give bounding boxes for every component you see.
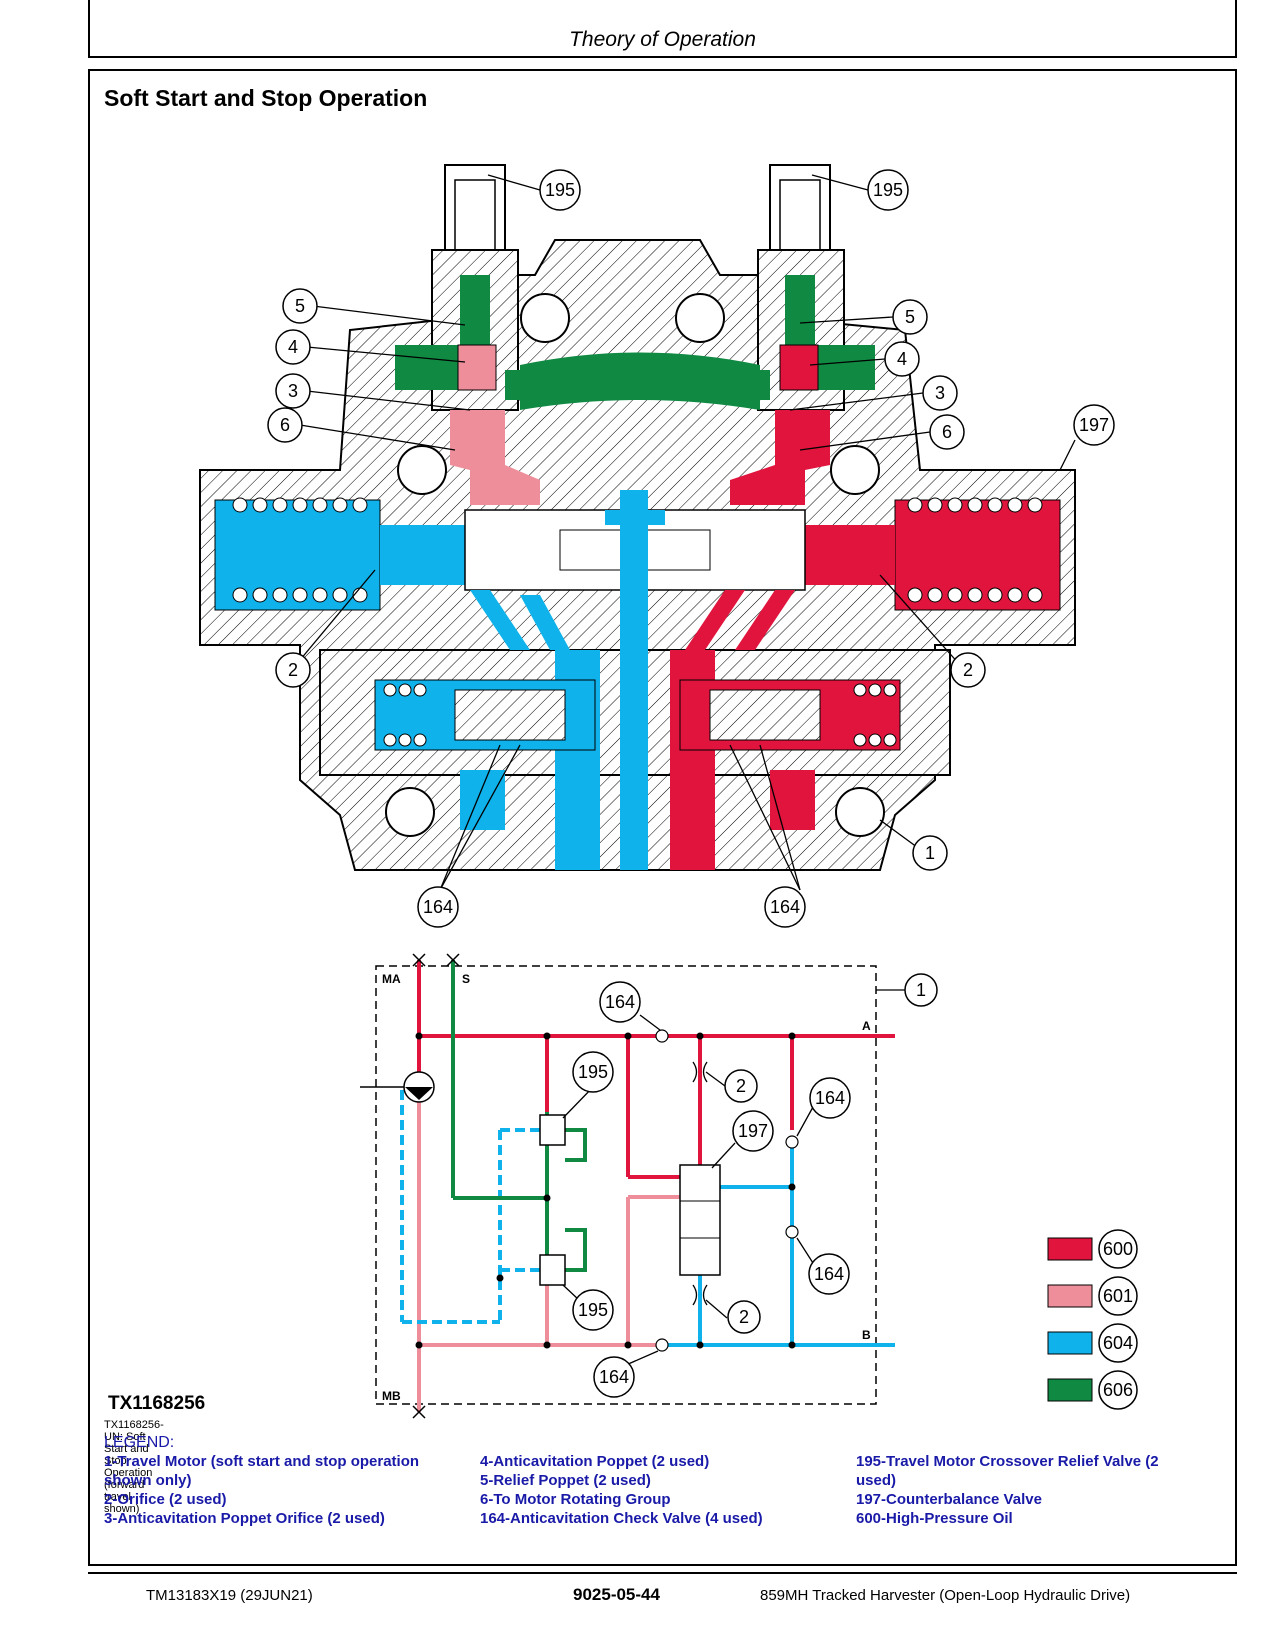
legend-item: 5-Relief Poppet (2 used) [480,1472,651,1489]
header-title: Theory of Operation [569,28,756,51]
legend-item: 197-Counterbalance Valve [856,1491,1042,1508]
legend-column-3: 195-Travel Motor Crossover Relief Valve … [856,1452,1226,1528]
hydraulic-schematic: MA S A B MB [360,953,895,1419]
legend-item: 6-To Motor Rotating Group [480,1491,671,1508]
legend-item: used) [856,1472,897,1489]
color-key-601: 601 [1047,1276,1138,1316]
schem-callout-164-bottom: 164 [593,1356,635,1398]
callout-3-left: 3 [275,373,311,409]
svg-text:5: 5 [295,296,305,316]
footer-title: 859MH Tracked Harvester (Open-Loop Hydra… [760,1587,1131,1604]
callout-1-cutaway: 1 [912,835,948,871]
callout-195-left: 195 [539,169,581,211]
svg-text:2: 2 [288,660,298,680]
schematic-callouts: 1 164 195 2 164 197 195 164 2 164 [572,973,938,1398]
svg-text:2: 2 [736,1076,746,1096]
callout-197: 197 [1073,404,1115,446]
port-s-label: S [462,972,470,986]
callout-6-right: 6 [929,414,965,450]
svg-text:195: 195 [578,1300,608,1320]
callout-164-left: 164 [417,886,459,928]
svg-text:604: 604 [1103,1333,1133,1353]
port-mb-label: MB [382,1389,401,1403]
svg-text:164: 164 [815,1088,845,1108]
schem-callout-195-bottom: 195 [572,1289,614,1331]
svg-text:164: 164 [605,992,635,1012]
svg-text:1: 1 [925,843,935,863]
motor-cutaway [199,164,1076,871]
legend-item: 600-High-Pressure Oil [856,1510,1013,1527]
legend-item: 164-Anticavitation Check Valve (4 used) [480,1510,763,1527]
section-title: Soft Start and Stop Operation [104,85,428,111]
legend-item: 4-Anticavitation Poppet (2 used) [480,1453,710,1470]
svg-text:4: 4 [288,337,298,357]
callout-195-right: 195 [867,169,909,211]
legend-item: 195-Travel Motor Crossover Relief Valve … [856,1453,1159,1470]
svg-text:164: 164 [770,897,800,917]
svg-text:2: 2 [963,660,973,680]
svg-text:195: 195 [578,1062,608,1082]
callout-2-right: 2 [950,652,986,688]
legend-item: 3-Anticavitation Poppet Orifice (2 used) [104,1510,385,1527]
svg-text:195: 195 [873,180,903,200]
callout-5-right: 5 [892,299,928,335]
schem-callout-164-right-top: 164 [809,1077,851,1119]
figure-id: TX1168256 [108,1393,206,1414]
cutaway-callouts: 195 195 5 5 4 4 3 3 6 6 197 2 2 1 164 16… [267,169,1115,928]
svg-text:164: 164 [814,1264,844,1284]
svg-text:3: 3 [288,381,298,401]
svg-text:2: 2 [739,1307,749,1327]
callout-164-right: 164 [764,886,806,928]
schem-callout-1: 1 [904,973,938,1007]
legend-item: shown only) [104,1472,192,1489]
svg-text:164: 164 [599,1367,629,1387]
page-header: Theory of Operation [88,0,1237,58]
schem-callout-164-right-bottom: 164 [808,1253,850,1295]
svg-text:600: 600 [1103,1239,1133,1259]
callout-6-left: 6 [267,407,303,443]
callout-4-right: 4 [884,341,920,377]
svg-text:195: 195 [545,180,575,200]
svg-text:601: 601 [1103,1286,1133,1306]
svg-text:4: 4 [897,349,907,369]
port-ma-label: MA [382,972,401,986]
content-frame: Soft Start and Stop Operation [88,69,1237,1566]
schem-callout-164-top: 164 [599,981,641,1023]
svg-text:1: 1 [916,980,926,1000]
color-key: 600 601 604 606 [1047,1229,1138,1410]
svg-text:6: 6 [280,415,290,435]
svg-text:606: 606 [1103,1380,1133,1400]
callout-2-left: 2 [275,652,311,688]
port-a-label: A [862,1019,871,1033]
figure-caption: TX1168256-UN: Soft Start and Stop Operat… [104,1419,164,1515]
color-key-604: 604 [1047,1323,1138,1363]
legend-column-2: 4-Anticavitation Poppet (2 used) 5-Relie… [480,1452,840,1528]
svg-text:164: 164 [423,897,453,917]
callout-4-left: 4 [275,329,311,365]
port-b-label: B [862,1328,871,1342]
callout-5-left: 5 [282,288,318,324]
schem-callout-2-top: 2 [724,1069,758,1103]
svg-text:197: 197 [738,1121,768,1141]
svg-text:3: 3 [935,383,945,403]
footer-doc-id: TM13183X19 (29JUN21) [146,1587,313,1604]
legend-item: 1-Travel Motor (soft start and stop oper… [104,1453,420,1470]
legend-title: LEGEND: [104,1434,175,1451]
schem-callout-2-bottom: 2 [727,1300,761,1334]
footer-divider [88,1572,1237,1574]
legend-item: 2-Orifice (2 used) [104,1491,227,1508]
legend-column-1: 1-Travel Motor (soft start and stop oper… [104,1452,474,1528]
color-key-600: 600 [1047,1229,1138,1269]
callout-3-right: 3 [922,375,958,411]
svg-text:197: 197 [1079,415,1109,435]
svg-text:5: 5 [905,307,915,327]
schem-callout-195-top: 195 [572,1051,614,1093]
svg-text:6: 6 [942,422,952,442]
footer-page-number: 9025-05-44 [573,1585,660,1604]
color-key-606: 606 [1047,1370,1138,1410]
schem-callout-197: 197 [732,1110,774,1152]
